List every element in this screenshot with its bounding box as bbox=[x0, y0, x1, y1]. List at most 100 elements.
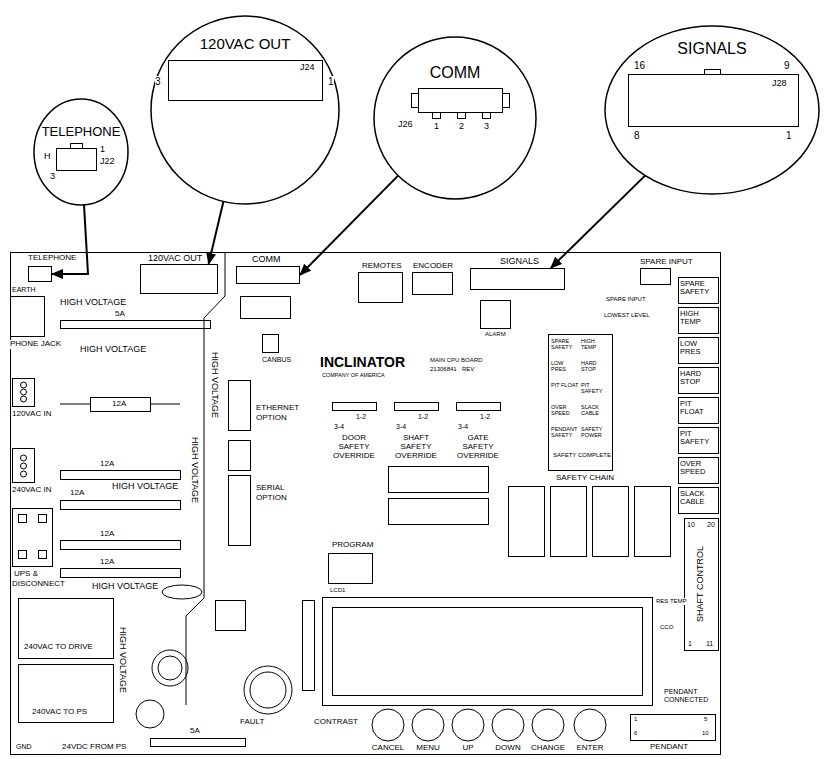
connector-box: SIGNALS bbox=[470, 268, 565, 290]
board-label: HARD STOP bbox=[680, 370, 716, 387]
callout-arrow bbox=[209, 202, 224, 265]
pin-label: 1 bbox=[786, 130, 792, 141]
board-label: HIGH TEMP bbox=[581, 338, 609, 350]
board-label: ETHERNET bbox=[256, 404, 299, 413]
board-label: 1-2 bbox=[356, 413, 366, 421]
board-label: COMPANY OF AMERICA bbox=[322, 372, 385, 378]
pin-label: 2 bbox=[459, 122, 464, 132]
board-label: PENDANT CONNECTED bbox=[664, 688, 716, 703]
board-label: HARD STOP bbox=[581, 360, 609, 372]
board-label: LOWEST LEVEL bbox=[604, 312, 650, 319]
board-label: MENU bbox=[416, 744, 440, 753]
board-label: HIGH TEMP bbox=[680, 310, 716, 327]
board-label: 3-4 bbox=[396, 423, 406, 431]
pin-label: J24 bbox=[300, 63, 315, 73]
board-label: SPARE INPUT bbox=[606, 296, 646, 303]
pin-label: 8 bbox=[634, 130, 640, 141]
pin-label: 3 bbox=[50, 172, 55, 182]
board-label: HIGH VOLTAGE bbox=[117, 627, 127, 693]
board-label: 12A bbox=[100, 460, 114, 469]
board-label: PIT FLOAT bbox=[551, 382, 579, 388]
board-label: 5A bbox=[115, 310, 125, 319]
pin-label: J28 bbox=[772, 79, 787, 89]
board-label: 240VAC TO DRIVE bbox=[24, 643, 93, 652]
connector-box: 120VAC OUT bbox=[140, 264, 218, 294]
board-label: SAFETY CHAIN bbox=[556, 474, 614, 483]
board-label: HIGH VOLTAGE bbox=[92, 582, 158, 592]
callout-ellipse: TELEPHONE1J22H3 bbox=[33, 98, 129, 206]
pin-label: J22 bbox=[100, 157, 115, 167]
board-label: SHAFT SAFETY OVERRIDE bbox=[392, 434, 440, 460]
board-label: 1-2 bbox=[418, 413, 428, 421]
board-label: GND bbox=[16, 743, 32, 751]
ellipse-shape bbox=[151, 16, 339, 204]
board-label: 12A bbox=[112, 400, 126, 409]
board-label: PHONE JACK bbox=[10, 340, 61, 349]
callout-ellipse: COMMJ26123 bbox=[373, 36, 537, 200]
ellipse-shape bbox=[605, 26, 819, 194]
callout-title: 120VAC OUT bbox=[200, 36, 291, 53]
ellipse-shape bbox=[34, 99, 128, 205]
board-label: 3-4 bbox=[334, 423, 344, 431]
board-label: OVER SPEED bbox=[680, 460, 716, 477]
connector-label: COMM bbox=[252, 255, 281, 265]
board-label: 3-4 bbox=[458, 423, 468, 431]
board-label: PENDANT SAFETY bbox=[551, 426, 579, 438]
board-label: ENCODER bbox=[413, 262, 453, 271]
connector-label: 120VAC OUT bbox=[148, 254, 202, 264]
board-label: CONTRAST bbox=[314, 718, 358, 727]
board-label: 6 bbox=[634, 730, 637, 737]
board-label: 120VAC IN bbox=[12, 410, 51, 419]
board-label: SPARE INPUT bbox=[640, 258, 693, 267]
board-label: HIGH VOLTAGE bbox=[80, 345, 146, 355]
pin-label: H bbox=[44, 152, 51, 162]
board-label: PROGRAM bbox=[332, 541, 373, 550]
board-label: REV bbox=[462, 366, 474, 373]
board-label: FAULT bbox=[240, 718, 264, 727]
board-label: DISCONNECT bbox=[12, 580, 65, 589]
board-label: UP bbox=[462, 744, 473, 753]
connector-label: TELEPHONE bbox=[28, 254, 76, 263]
pin-label: 1 bbox=[328, 76, 334, 87]
board-label: SPARE SAFETY bbox=[551, 338, 579, 350]
board-label: DOWN bbox=[495, 744, 520, 753]
board-label: ALARM bbox=[485, 331, 506, 338]
board-label: 12A bbox=[100, 530, 114, 539]
connector-label: SIGNALS bbox=[500, 257, 539, 267]
board-label: RES TEMP bbox=[656, 598, 687, 605]
board-label: HIGH VOLTAGE bbox=[209, 352, 219, 418]
board-label: SHAFT CONTROL bbox=[696, 546, 706, 622]
callout-arrow bbox=[300, 176, 398, 275]
board-label: HIGH VOLTAGE bbox=[189, 437, 199, 503]
board-label: SAFETY POWER bbox=[581, 426, 609, 438]
pin-label: 9 bbox=[784, 60, 790, 71]
board-label: EARTH bbox=[12, 286, 36, 294]
pin-label: 1 bbox=[100, 145, 105, 155]
callout-arrow bbox=[551, 176, 645, 268]
pin-label: 3 bbox=[484, 122, 489, 132]
board-label: LCD1 bbox=[330, 587, 345, 594]
pin-label: 16 bbox=[634, 60, 645, 71]
ellipse-outline bbox=[373, 36, 537, 200]
callout-title: SIGNALS bbox=[677, 40, 746, 58]
board-label: DOOR SAFETY OVERRIDE bbox=[330, 434, 378, 460]
connector-box: TELEPHONE bbox=[28, 266, 52, 282]
board-label: OPTION bbox=[256, 494, 287, 503]
callout-title: COMM bbox=[430, 64, 481, 82]
board-label: 240VAC IN bbox=[12, 486, 51, 495]
pin-label: 1 bbox=[434, 122, 439, 132]
board-label: LOW PRES bbox=[680, 340, 716, 357]
board-label: 1 bbox=[634, 716, 637, 723]
pin-label: 3 bbox=[155, 76, 161, 87]
board-label: HIGH VOLTAGE bbox=[60, 298, 126, 308]
board-label: UPS & bbox=[14, 570, 38, 579]
board-label: OVER SPEED bbox=[551, 404, 579, 416]
callout-ellipse: SIGNALS 16 9J28 8 1 bbox=[604, 25, 820, 195]
board-label: ENTER bbox=[576, 744, 603, 753]
board-label: 11 bbox=[706, 640, 713, 648]
board-label: LOW PRES bbox=[551, 360, 579, 372]
connector-box: COMM bbox=[236, 266, 300, 284]
board-label: CCO bbox=[660, 624, 673, 631]
board-label: SPARE SAFETY bbox=[680, 280, 716, 297]
board-label: PENDANT bbox=[650, 743, 688, 752]
